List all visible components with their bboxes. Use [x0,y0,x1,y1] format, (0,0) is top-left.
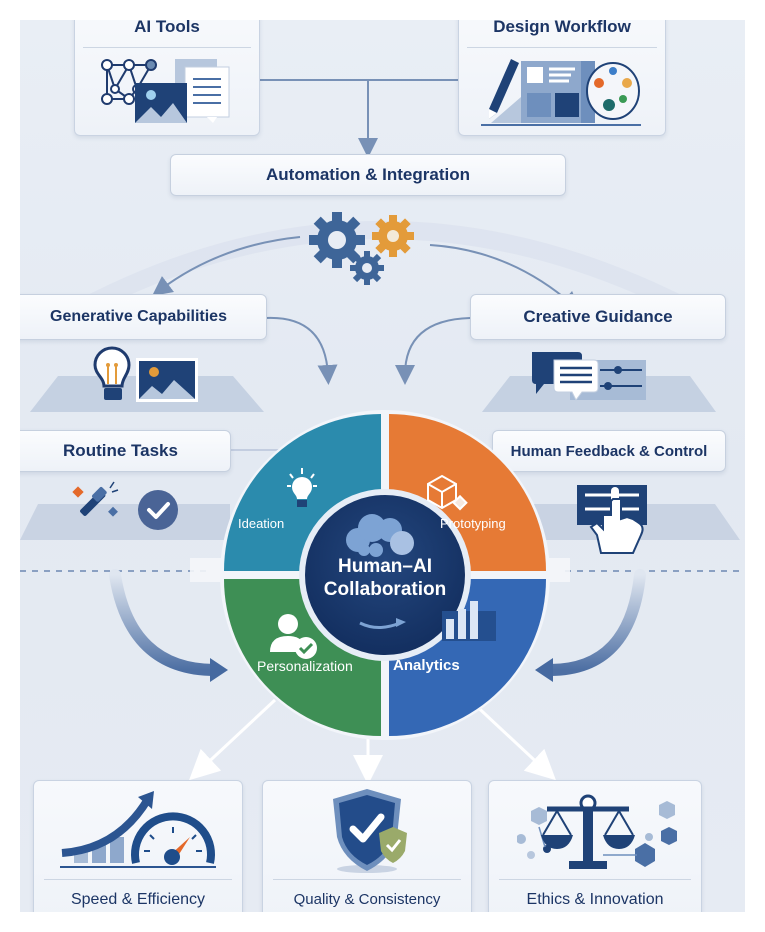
card-divider [83,47,251,48]
chat-sliders-icon [532,352,646,401]
arc-gears-to-generative [151,236,301,296]
sweep-arrow-right [544,569,646,676]
outcome-title-quality: Quality & Consistency [293,891,441,908]
ai-tools-card[interactable]: AI Tools [74,20,260,136]
routine-tasks-text: Routine Tasks [63,441,178,460]
neural-network-media-icon [101,59,230,123]
arrow-to-speed [189,698,277,781]
card-divider [273,879,461,880]
outcome-card-speed[interactable]: Speed & Efficiency [33,780,243,912]
gears-icon [309,212,414,285]
scales-network-icon [517,794,677,869]
shield-check-icon [333,789,407,873]
speedometer-growth-icon [60,791,216,868]
creative-guidance-label[interactable]: Creative Guidance [470,294,726,340]
quadrant-label-analytics: Analytics [393,657,460,674]
diagram-canvas: AI Tools Design Workflow [20,20,745,912]
outcome-card-ethics[interactable]: Ethics & Innovation [488,780,702,912]
outcome-title-speed: Speed & Efficiency [70,891,205,908]
card-divider [499,879,691,880]
outcome-card-quality[interactable]: Quality & Consistency [262,780,472,912]
arrow-to-ethics [468,698,556,781]
routine-tasks-label[interactable]: Routine Tasks [20,430,231,472]
creative-guidance-text: Creative Guidance [523,307,673,326]
automation-integration-label[interactable]: Automation & Integration [170,154,566,196]
design-workflow-card[interactable]: Design Workflow [458,20,666,136]
magic-wand-check-icon [72,481,178,530]
lightbulb-image-icon [93,346,198,402]
generative-capabilities-text: Generative Capabilities [50,308,227,325]
card-divider [467,47,657,48]
quadrant-label-personalization: Personalization [257,658,353,674]
design-workflow-title: Design Workflow [493,20,631,36]
human-feedback-control-text: Human Feedback & Control [510,442,708,460]
arc-gears-to-creative [429,244,581,312]
hand-slider-icon [577,485,647,554]
sweep-arrow-left [109,569,221,676]
quadrant-label-ideation: Ideation [238,516,285,531]
card-divider [44,879,232,880]
arc-generative-to-hub [264,316,338,385]
hub-title-line1: Human–AI [338,556,432,577]
pencil-layout-palette-icon [481,59,641,126]
outcome-title-ethics: Ethics & Innovation [526,891,664,908]
ai-tools-title: AI Tools [134,20,200,36]
arc-creative-to-hub [395,317,471,385]
automation-integration-text: Automation & Integration [266,165,470,184]
quadrant-label-prototyping: Prototyping [440,516,506,531]
collaboration-wheel [220,410,550,740]
hub-title-line2: Collaboration [323,579,447,600]
hub-center-title: Human–AI Collaboration [285,555,485,601]
generative-capabilities-label[interactable]: Generative Capabilities [20,294,267,340]
human-feedback-control-label[interactable]: Human Feedback & Control [492,430,726,472]
